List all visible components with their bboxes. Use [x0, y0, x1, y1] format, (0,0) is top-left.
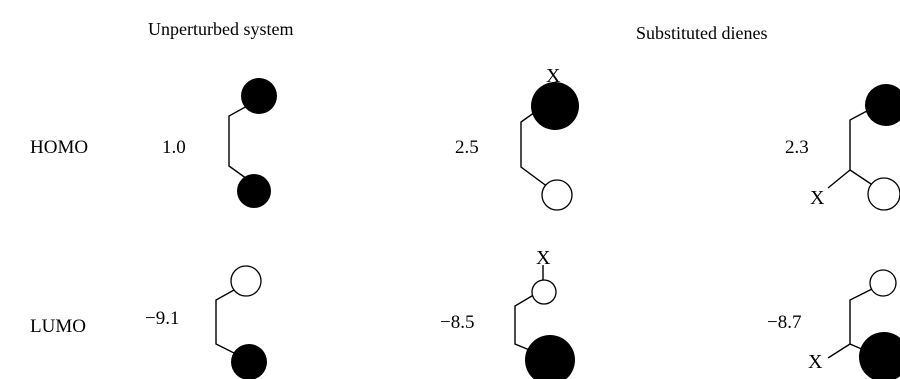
energy-homo-substituted-1: 2.5	[455, 137, 479, 158]
header-unperturbed: Unperturbed system	[148, 19, 294, 39]
lobe-filled	[859, 332, 900, 379]
energy-homo-unperturbed: 1.0	[162, 137, 186, 158]
diene-backbone-homo-sub2	[849, 103, 881, 191]
lobe-filled	[241, 78, 277, 114]
substituent-bond	[827, 343, 851, 359]
lobe-empty	[531, 279, 557, 305]
lobe-empty	[867, 177, 900, 211]
diene-backbone-lumo-unperturbed	[215, 284, 244, 358]
lobe-empty	[230, 265, 262, 297]
lobe-empty	[541, 179, 573, 211]
substituent-label: X	[808, 351, 823, 373]
lobe-empty	[869, 269, 897, 297]
row-label-homo: HOMO	[30, 137, 89, 158]
header-substituted: Substituted dienes	[636, 23, 768, 43]
lobe-filled	[237, 174, 271, 208]
energy-homo-substituted-2: 2.3	[785, 137, 809, 158]
row-label-lumo: LUMO	[30, 316, 86, 337]
lobe-filled	[231, 344, 267, 379]
lobe-filled	[531, 82, 579, 130]
lobe-filled	[525, 335, 575, 379]
substituent-label: X	[536, 247, 551, 269]
substituent-label: X	[546, 65, 561, 87]
energy-lumo-substituted-1: −8.5	[440, 312, 475, 333]
energy-lumo-substituted-2: −8.7	[767, 312, 802, 333]
substituent-label: X	[810, 187, 825, 209]
lobe-filled	[865, 84, 900, 126]
energy-lumo-unperturbed: −9.1	[145, 308, 180, 329]
diene-backbone-homo-unperturbed	[228, 99, 259, 185]
substituent-bond	[827, 169, 851, 189]
